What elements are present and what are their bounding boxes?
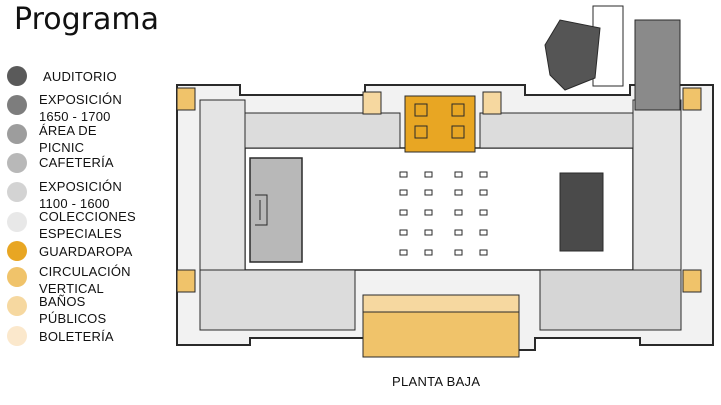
plan-caption: PLANTA BAJA [392, 374, 481, 389]
legend-swatch-exposicion-1100 [7, 182, 27, 202]
floor-plan [176, 5, 714, 358]
auditorium-block [559, 172, 604, 252]
legend-swatch-boleteria [7, 326, 27, 346]
stair-core-n1 [362, 91, 382, 115]
legend-swatch-picnic [7, 124, 27, 144]
column-marker [479, 171, 488, 178]
stair-core-n2 [482, 91, 502, 115]
legend: AUDITORIO EXPOSICIÓN 1650 - 1700 ÁREA DE… [0, 0, 170, 405]
cloakroom-cell [451, 125, 465, 139]
legend-swatch-banos [7, 296, 27, 316]
column-marker [454, 171, 463, 178]
column-marker [479, 189, 488, 196]
legend-swatch-auditorio [7, 66, 27, 86]
legend-label-auditorio: AUDITORIO [43, 69, 117, 84]
south-gallery-right [539, 269, 682, 331]
legend-swatch-colecciones [7, 212, 27, 232]
column-marker [479, 249, 488, 256]
legend-label-exposicion-1650: EXPOSICIÓN 1650 - 1700 [39, 92, 122, 124]
cafeteria-detail [255, 194, 268, 226]
cafeteria-block [249, 157, 303, 263]
north-gallery-left [244, 112, 401, 149]
legend-label-colecciones: COLECCIONES ESPECIALES [39, 209, 136, 241]
entrance-circulation [362, 311, 520, 358]
column-marker [399, 189, 408, 196]
legend-swatch-exposicion-1650 [7, 95, 27, 115]
column-marker [399, 209, 408, 216]
cloakroom-block [404, 95, 476, 153]
column-marker [454, 189, 463, 196]
column-marker [479, 229, 488, 236]
legend-label-picnic: ÁREA DE PICNIC [39, 123, 97, 155]
column-marker [454, 229, 463, 236]
cloakroom-cell [414, 103, 428, 117]
column-marker [399, 171, 408, 178]
legend-label-boleteria: BOLETERÍA [39, 329, 114, 344]
column-marker [424, 209, 433, 216]
legend-label-exposicion-1100: EXPOSICIÓN 1100 - 1600 [39, 179, 122, 211]
legend-label-guardaropa: GUARDAROPA [39, 244, 133, 259]
stair-core-se [682, 269, 702, 293]
south-gallery-left [199, 269, 356, 331]
column-marker [424, 189, 433, 196]
column-marker [399, 249, 408, 256]
structural-grid [399, 103, 488, 256]
legend-swatch-guardaropa [7, 241, 27, 261]
northeast-exhibition [634, 19, 681, 111]
column-marker [479, 209, 488, 216]
page-title: Programa [14, 2, 159, 37]
stair-core-ne [682, 87, 702, 111]
column-marker [454, 249, 463, 256]
legend-swatch-cafeteria [7, 153, 27, 173]
column-marker [454, 209, 463, 216]
legend-swatch-circulacion [7, 267, 27, 287]
column-marker [399, 229, 408, 236]
north-gallery-right [479, 112, 634, 149]
legend-label-banos: BAÑOS PÚBLICOS [39, 294, 107, 326]
cloakroom-cell [414, 125, 428, 139]
entrance-restrooms [362, 294, 520, 313]
column-marker [424, 171, 433, 178]
legend-label-cafeteria: CAFETERÍA [39, 155, 114, 170]
pavilion [544, 19, 601, 91]
column-marker [424, 249, 433, 256]
column-marker [424, 229, 433, 236]
stair-core-nw [176, 87, 196, 111]
stair-core-sw [176, 269, 196, 293]
cloakroom-cell [451, 103, 465, 117]
legend-label-circulacion: CIRCULACIÓN VERTICAL [39, 264, 131, 296]
